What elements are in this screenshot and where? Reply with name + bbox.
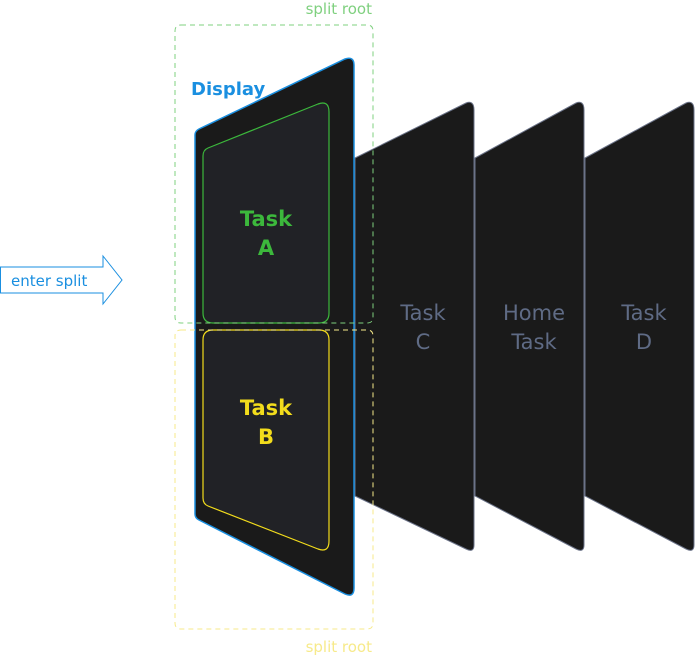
split-root-top [174,24,374,324]
task-card-b: Task B [202,329,330,551]
task-c-label-line1: Task [399,301,446,325]
task-card-home: Home Task [474,101,585,551]
task-b-label-line2: B [258,425,274,449]
task-b-label-line1: Task [240,396,293,420]
enter-split-arrow: enter split [0,254,123,306]
task-a-label-line2: A [258,236,275,260]
enter-split-label: enter split [11,272,87,290]
home-task-label-line1: Home [503,301,565,325]
task-d-label-line1: Task [620,301,667,325]
task-c-label-line2: C [416,330,431,354]
task-a-label-line1: Task [240,207,293,231]
split-root-bottom [174,329,374,630]
task-card-d: Task D [584,101,695,551]
display-label: Display [191,79,265,100]
task-card-a: Task A [202,102,330,324]
split-root-bottom-label: split root [306,638,373,656]
task-d-label-line2: D [636,330,652,354]
task-card-c: Task C [354,101,475,551]
home-task-label-line2: Task [510,330,557,354]
split-root-top-label: split root [306,0,373,18]
